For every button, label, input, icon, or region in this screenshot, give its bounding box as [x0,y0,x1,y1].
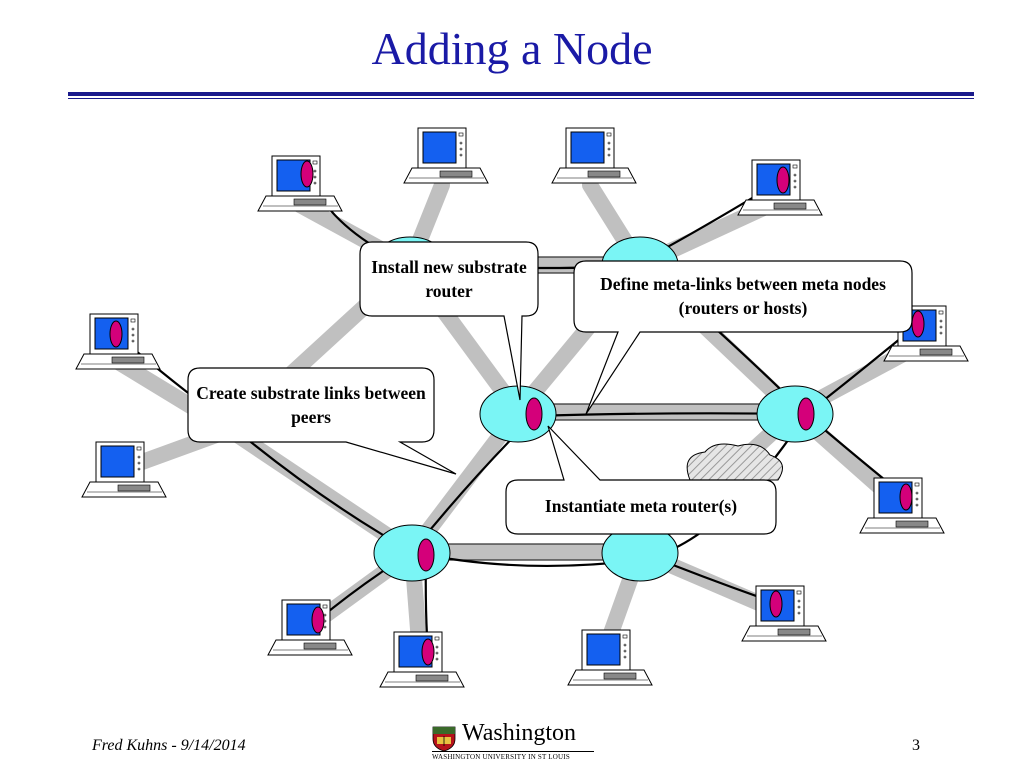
page-number: 3 [912,737,920,754]
meta-host-icon [769,590,783,618]
meta-host-icon [421,638,435,666]
host-computer-icon [567,629,653,686]
shield-icon [432,726,456,752]
meta-host-icon [311,606,325,634]
host-computer-icon [379,631,465,688]
callout-instantiate [505,425,777,535]
footer-author-date: Fred Kuhns - 9/14/2014 [92,737,246,754]
logo-subtitle: WASHINGTON UNIVERSITY IN ST LOUIS [432,753,570,761]
university-logo: Washington WASHINGTON UNIVERSITY IN ST L… [432,720,594,762]
callout-create [187,367,457,475]
title-rule [68,92,974,96]
callout-define-text: Define meta-links between meta nodes (ro… [600,274,886,318]
router-icon [373,524,451,582]
slide-title: Adding a Node [371,23,653,74]
callout-instantiate-text: Instantiate meta router(s) [544,496,738,516]
router-icon [756,385,834,443]
host-computer-icon [403,127,489,184]
meta-routers [417,397,815,572]
meta-host-icon [109,320,123,348]
meta-router-icon [525,397,543,431]
meta-host-icon [300,160,314,188]
callout-define [573,260,913,415]
cloud-icon [686,443,783,481]
meta-host-icon [911,310,925,338]
callout-install [359,241,539,401]
meta-router-icon [417,538,435,572]
router-icon [479,385,557,443]
meta-host-icon [899,483,913,511]
host-computer-icon [551,127,637,184]
host-meta-nodes [109,160,925,666]
callout-install-text: Install new substrate router [371,257,527,301]
title-rule-thin [68,98,974,99]
meta-host-icon [776,166,790,194]
host-computer-icon [257,155,343,212]
meta-router-icon [797,397,815,431]
callout-create-text: Create substrate links between peers [196,383,426,427]
callouts [187,241,913,535]
logo-rule [432,751,594,752]
logo-name: Washington [462,720,577,746]
